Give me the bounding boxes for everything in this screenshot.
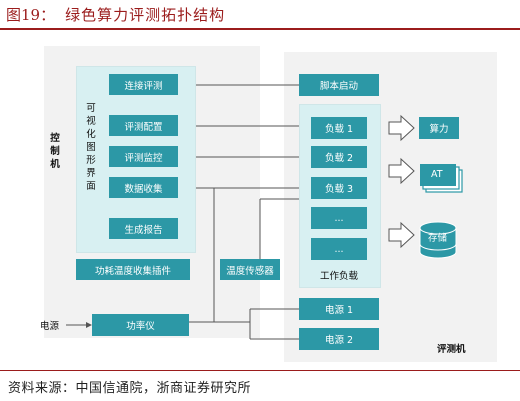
source-note: 资料来源：中国信通院，浙商证券研究所 (8, 381, 252, 396)
script-launch-button[interactable]: 脚本启动 (299, 74, 379, 96)
control-machine-label: 控制机 (50, 133, 60, 170)
test-monitor-button[interactable]: 评测监控 (109, 146, 178, 167)
bottom-rule (0, 370, 520, 371)
load-3[interactable]: 负载 3 (311, 177, 367, 199)
figure-title: 图19： 绿色算力评测拓扑结构 (6, 4, 225, 25)
load-1[interactable]: 负载 1 (311, 117, 367, 139)
workload-label: 工作负载 (320, 271, 359, 282)
connect-test-button[interactable]: 连接评测 (109, 74, 178, 95)
figure-title-text: 绿色算力评测拓扑结构 (65, 6, 226, 24)
power-temp-plugin[interactable]: 功耗温度收集插件 (76, 259, 190, 280)
power-source-label: 电源 (40, 321, 60, 332)
ai-stack (420, 164, 463, 193)
test-config-button[interactable]: 评测配置 (109, 115, 178, 136)
test-machine-label: 评测机 (437, 344, 466, 355)
power-supply-2[interactable]: 电源 2 (299, 328, 379, 350)
top-rule (0, 28, 520, 30)
arrow-compute (388, 114, 415, 142)
load-5[interactable]: ... (311, 238, 367, 260)
figure-label: 图19： (6, 6, 56, 24)
storage-cylinder (419, 221, 457, 259)
arrow-ai (388, 157, 415, 185)
load-2[interactable]: 负载 2 (311, 146, 367, 168)
temperature-sensor[interactable]: 温度传感器 (220, 259, 280, 280)
load-4[interactable]: ... (311, 207, 367, 229)
compute-output: 算力 (419, 117, 459, 139)
ai-output-label: AT (431, 169, 443, 180)
power-supply-1[interactable]: 电源 1 (299, 298, 379, 320)
data-collect-button[interactable]: 数据收集 (109, 177, 178, 198)
generate-report-button[interactable]: 生成报告 (109, 218, 178, 239)
arrow-storage (388, 221, 415, 249)
storage-output-label: 存储 (428, 233, 448, 244)
power-meter[interactable]: 功率仪 (92, 314, 189, 336)
gui-label: 可视化图形界面 (86, 103, 96, 192)
